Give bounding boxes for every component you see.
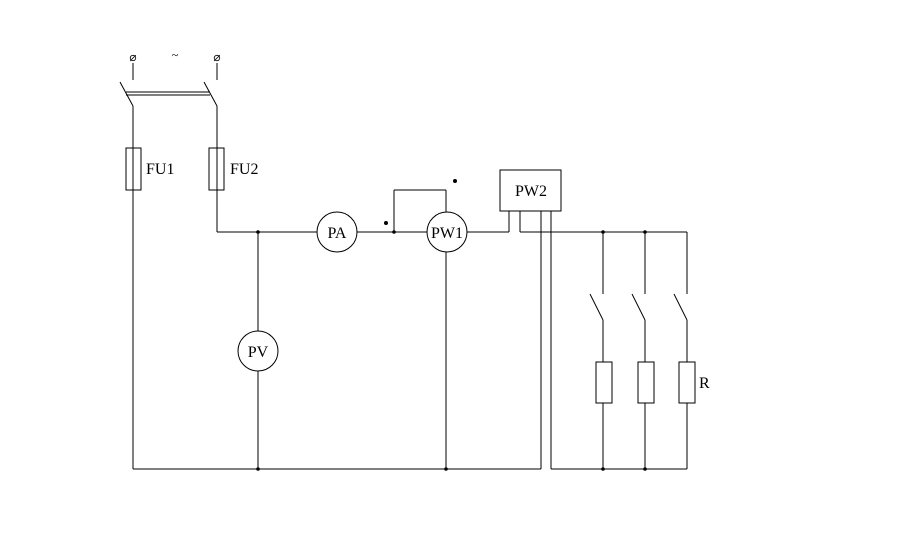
fuse-fu1: FU1 bbox=[125, 147, 174, 191]
voltmeter-pv: PV bbox=[237, 330, 279, 372]
junction-dots bbox=[256, 179, 647, 471]
terminal-left-symbol: ⌀ bbox=[129, 50, 136, 64]
ac-symbol: ~ bbox=[172, 48, 179, 62]
resistor-3 bbox=[678, 361, 696, 404]
resistor-2 bbox=[637, 361, 655, 404]
fuse-fu1-label: FU1 bbox=[146, 161, 174, 178]
voltmeter-label: PV bbox=[248, 344, 269, 361]
wattmeter-pw2-label: PW2 bbox=[515, 183, 547, 200]
wattmeter-pw1-label: PW1 bbox=[431, 225, 463, 242]
terminal-right-symbol: ⌀ bbox=[213, 50, 220, 64]
main-switch bbox=[119, 81, 218, 148]
fuse-fu2-label: FU2 bbox=[230, 161, 258, 178]
load-branch-3: R bbox=[673, 232, 710, 469]
ammeter-pa: PA bbox=[316, 211, 358, 253]
supply-terminals: ⌀ ~ ⌀ bbox=[129, 48, 221, 80]
fuse-fu2: FU2 bbox=[208, 147, 258, 191]
load-branch-2 bbox=[631, 232, 655, 469]
wattmeter-pw1: PW1 bbox=[426, 211, 468, 253]
ammeter-label: PA bbox=[328, 225, 347, 242]
load-branch-1 bbox=[589, 232, 613, 469]
wiring bbox=[132, 189, 687, 470]
resistor-1 bbox=[595, 361, 613, 404]
resistor-label: R bbox=[699, 375, 710, 392]
wattmeter-pw2: PW2 bbox=[499, 169, 562, 212]
